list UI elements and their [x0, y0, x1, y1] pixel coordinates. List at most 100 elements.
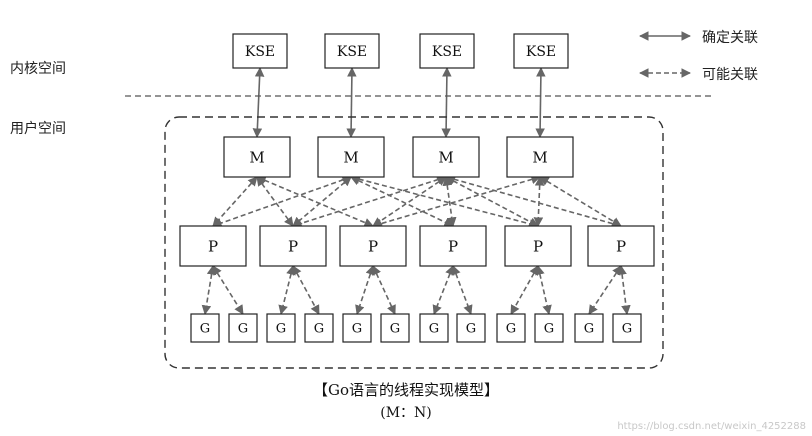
m-node-3: M [412, 136, 480, 178]
g-node-5-label: G [352, 322, 362, 337]
m-p-link-13 [372, 174, 541, 229]
g-node-10-box [534, 313, 564, 343]
g-node-2-box [228, 313, 258, 343]
g-node-7-label: G [429, 322, 439, 337]
kse-m-link-2 [346, 67, 357, 138]
kse-node-3-box [419, 33, 475, 69]
p-node-1-label: P [208, 237, 218, 255]
kse-m-link-3 [441, 67, 452, 138]
m-node-2-label: M [343, 148, 358, 166]
g-node-12-box [612, 313, 642, 343]
p-node-6: P [587, 225, 655, 267]
g-node-11-label: G [584, 322, 594, 337]
g-node-12: G [612, 313, 642, 343]
m-p-link-15 [539, 176, 622, 227]
m-p-link-4 [212, 175, 352, 228]
m-node-4: M [506, 136, 574, 178]
g-node-10: G [534, 313, 564, 343]
kse-node-3: KSE [419, 33, 475, 69]
g-node-3-label: G [276, 322, 286, 337]
g-node-9-box [496, 313, 526, 343]
g-node-8-box [456, 313, 486, 343]
kse-node-2-box [324, 33, 380, 69]
p-g-link-1 [201, 265, 217, 315]
kse-m-link-1 [252, 67, 265, 138]
m-p-link-8 [292, 175, 447, 228]
m-p-link-14 [533, 176, 545, 227]
p-node-4-box [419, 225, 487, 267]
g-node-9-label: G [506, 322, 516, 337]
kse-node-2: KSE [324, 33, 380, 69]
kse-node-1-box [232, 33, 288, 69]
p-g-link-4 [292, 265, 320, 315]
p-node-4: P [419, 225, 487, 267]
p-g-link-6 [372, 265, 396, 315]
g-node-7: G [419, 313, 449, 343]
kernel-space-label: 内核空间 [10, 61, 66, 77]
p-node-4-label: P [448, 237, 458, 255]
kse-node-1: KSE [232, 33, 288, 69]
g-node-7-box [419, 313, 449, 343]
kse-m-link-4 [535, 67, 546, 138]
g-node-1: G [190, 313, 220, 343]
m-node-1-label: M [249, 148, 264, 166]
p-g-link-5 [355, 265, 375, 315]
g-node-11-box [574, 313, 604, 343]
m-node-2: M [317, 136, 385, 178]
kse-node-4: KSE [513, 33, 569, 69]
g-node-4-label: G [314, 322, 324, 337]
p-node-3: P [339, 225, 407, 267]
g-node-6-box [380, 313, 410, 343]
g-node-2: G [228, 313, 258, 343]
p-g-link-9 [510, 265, 539, 315]
g-node-1-box [190, 313, 220, 343]
p-node-1: P [179, 225, 247, 267]
g-node-6-label: G [390, 322, 400, 337]
g-node-5: G [342, 313, 372, 343]
legend-solid-label: 确定关联 [702, 30, 758, 46]
g-node-11: G [574, 313, 604, 343]
g-node-3: G [266, 313, 296, 343]
m-node-3-box [412, 136, 480, 178]
m-p-link-12 [445, 174, 622, 229]
m-p-link-9 [372, 176, 447, 227]
p-g-link-8 [451, 265, 473, 315]
p-node-5-label: P [533, 237, 543, 255]
g-node-4: G [304, 313, 334, 343]
g-node-9: G [496, 313, 526, 343]
p-g-link-12 [617, 265, 631, 315]
kse-node-4-label: KSE [526, 44, 556, 60]
g-node-8-label: G [466, 322, 476, 337]
p-node-1-box [179, 225, 247, 267]
g-node-1-label: G [200, 322, 210, 337]
g-node-3-box [266, 313, 296, 343]
g-node-6: G [380, 313, 410, 343]
g-node-12-label: G [622, 322, 632, 337]
p-node-2-box [259, 225, 327, 267]
g-node-8: G [456, 313, 486, 343]
m-node-1-box [223, 136, 291, 178]
diagram-caption-ratio: (M：N) [380, 405, 432, 421]
diagram-caption-title: 【Go语言的线程实现模型】 [312, 381, 499, 399]
m-p-link-7 [350, 174, 539, 229]
m-node-2-box [317, 136, 385, 178]
p-g-link-11 [588, 265, 622, 315]
m-node-4-box [506, 136, 574, 178]
p-node-3-box [339, 225, 407, 267]
user-space-label: 用户空间 [10, 121, 66, 137]
watermark: https://blog.csdn.net/weixin_4252288 [617, 421, 806, 432]
legend-dashed-label: 可能关联 [702, 67, 758, 83]
p-g-link-10 [535, 265, 552, 315]
p-node-5: P [504, 225, 572, 267]
p-node-3-label: P [368, 237, 378, 255]
m-node-3-label: M [438, 148, 453, 166]
p-g-link-3 [278, 265, 296, 315]
m-p-link-11 [445, 176, 539, 227]
kse-node-4-box [513, 33, 569, 69]
p-node-2-label: P [288, 237, 298, 255]
kse-node-2-label: KSE [337, 44, 367, 60]
kse-node-3-label: KSE [432, 44, 462, 60]
p-node-5-box [504, 225, 572, 267]
m-p-link-6 [350, 176, 454, 227]
